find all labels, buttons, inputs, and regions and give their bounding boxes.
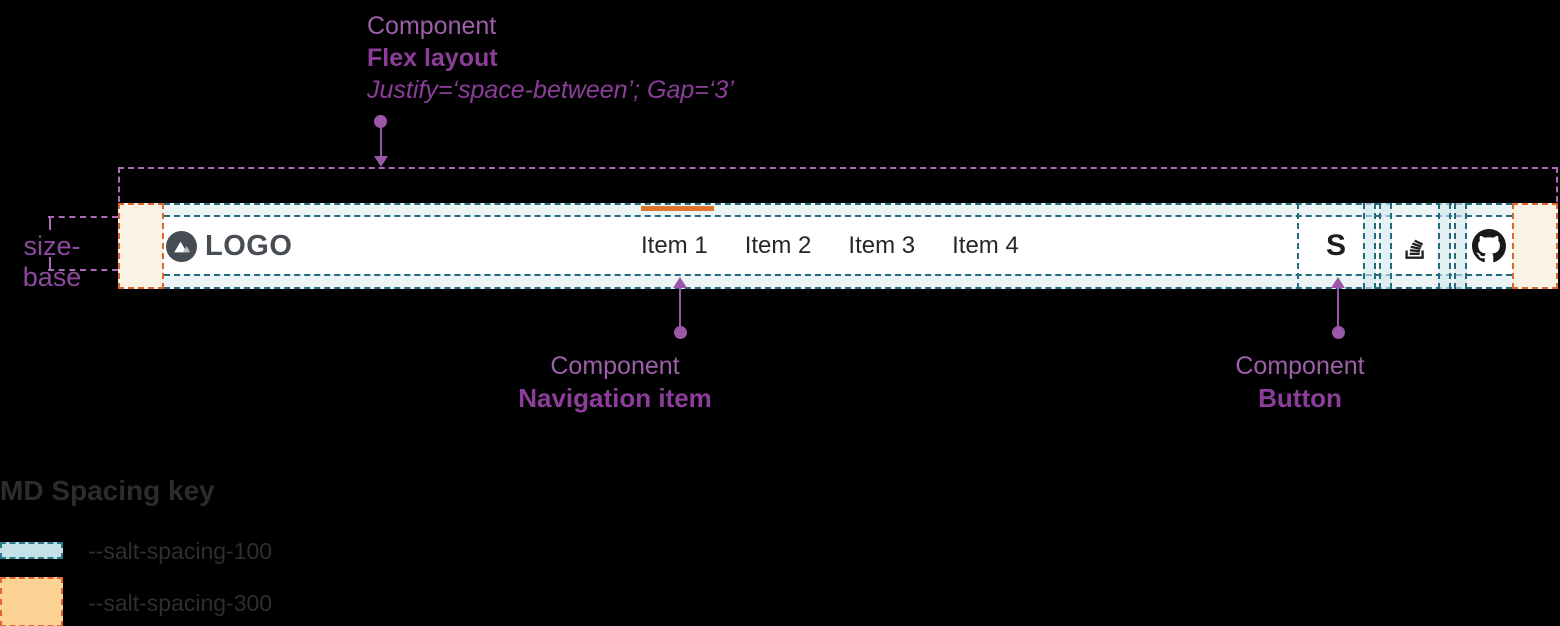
- navigation-item-annotation: Component Navigation item: [465, 350, 765, 414]
- annotation-eyebrow: Component: [1235, 352, 1365, 380]
- legend-label: --salt-spacing-300: [88, 590, 273, 616]
- spacing-300-box-left: [118, 203, 164, 289]
- flex-layout-annotation: Component Flex layout Justify=‘space-bet…: [367, 10, 734, 106]
- annotation-eyebrow: Component: [367, 12, 497, 40]
- arrow-down-icon: [374, 156, 388, 167]
- annotation-eyebrow: Component: [550, 352, 680, 380]
- navigation-items: Item 1 Item 2 Item 3 Item 4: [641, 203, 1019, 289]
- size-base-bottom-tick: [49, 257, 51, 269]
- github-button[interactable]: [1465, 203, 1512, 289]
- nav-item-2[interactable]: Item 2: [744, 232, 812, 259]
- spacing-100-gap: [1438, 203, 1451, 289]
- nav-item-3[interactable]: Item 3: [848, 232, 916, 259]
- annotation-detail: Justify=‘space-between’; Gap=‘3’: [367, 76, 734, 104]
- spacing-100-strip-bottom: [164, 274, 1512, 289]
- size-base-top-line: [48, 216, 118, 218]
- size-base-top-tick: [49, 218, 51, 230]
- logo[interactable]: LOGO: [166, 203, 292, 289]
- mountain-logo-icon: [166, 230, 197, 262]
- size-base-label: size-base: [22, 231, 82, 292]
- annotation-title: Flex layout: [367, 44, 498, 72]
- size-base-bottom-line: [48, 269, 118, 271]
- active-item-indicator: [641, 206, 714, 211]
- spacing-100-gap: [1379, 203, 1392, 289]
- spacing-100-swatch: [0, 542, 63, 559]
- annotation-connector-line: [1337, 288, 1339, 328]
- spacing-100-gap: [1454, 203, 1467, 289]
- annotation-title: Navigation item: [518, 383, 712, 413]
- stackoverflow-icon: [1404, 239, 1424, 259]
- spacing-300-box-right: [1512, 203, 1558, 289]
- annotation-connector-line: [679, 288, 681, 328]
- spacing-100-gap: [1363, 203, 1376, 289]
- annotation-title: Button: [1258, 383, 1342, 413]
- button-annotation: Component Button: [1150, 350, 1450, 414]
- legend-label: --salt-spacing-100: [88, 538, 273, 564]
- legend-title: MD Spacing key: [0, 475, 215, 506]
- s-logo-button[interactable]: S: [1297, 203, 1363, 289]
- stackoverflow-button[interactable]: [1390, 203, 1438, 289]
- nav-item-4[interactable]: Item 4: [952, 232, 1019, 259]
- arrow-up-icon: [673, 277, 687, 288]
- annotation-dot: [1332, 326, 1345, 339]
- annotation-dot: [674, 326, 687, 339]
- annotation-connector-line: [380, 127, 382, 158]
- button-group-left-edge: [1297, 203, 1299, 289]
- annotation-dot: [374, 115, 387, 128]
- logo-text: LOGO: [205, 229, 293, 262]
- github-icon: [1471, 229, 1506, 263]
- spacing-300-swatch: [0, 577, 63, 626]
- arrow-up-icon: [1331, 277, 1345, 288]
- spacing-100-strip-top: [164, 203, 1512, 217]
- navigation-bar: LOGO Item 1 Item 2 Item 3 Item 4 S: [118, 203, 1558, 289]
- nav-item-1[interactable]: Item 1: [641, 232, 708, 259]
- s-logo-icon: S: [1325, 229, 1346, 262]
